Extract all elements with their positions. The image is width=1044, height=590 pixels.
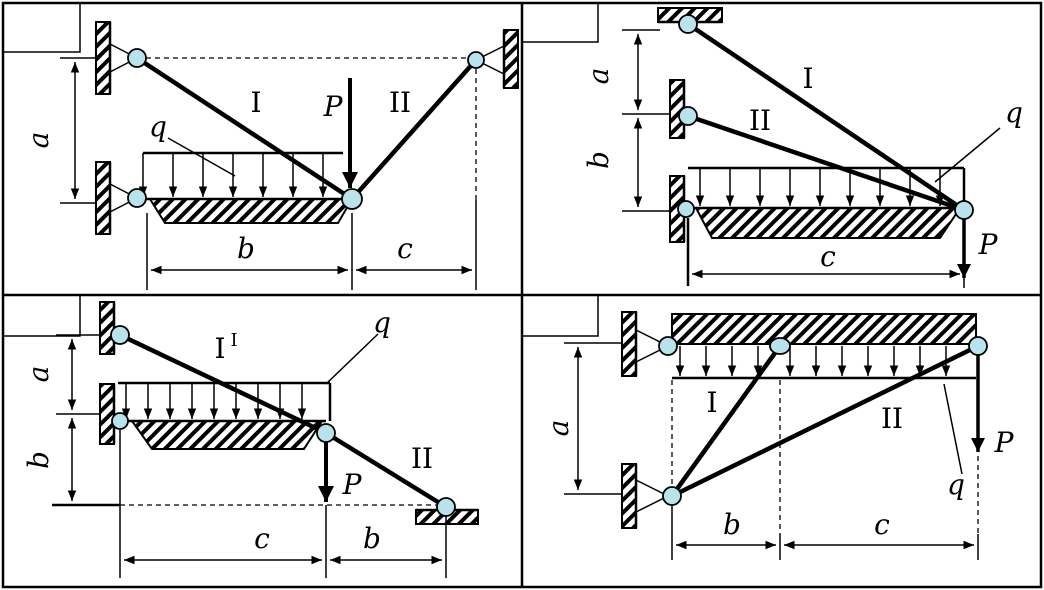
wall-support bbox=[621, 463, 637, 529]
rod-label-I: I bbox=[214, 332, 225, 365]
dim-label-b: b bbox=[22, 451, 55, 469]
hinge-joint bbox=[968, 336, 988, 356]
wall-support bbox=[503, 29, 519, 89]
variant-cell-2 bbox=[522, 3, 599, 43]
load-label-q: q bbox=[947, 468, 965, 501]
hinge-joint bbox=[316, 423, 336, 443]
hinge-joint bbox=[110, 325, 130, 345]
dim-label-c: c bbox=[820, 240, 836, 273]
wall-support bbox=[95, 21, 111, 95]
wall-support bbox=[99, 383, 115, 445]
rod-I bbox=[134, 55, 355, 202]
beam bbox=[130, 420, 324, 450]
wall-support bbox=[621, 311, 637, 377]
dim-label-c: c bbox=[254, 522, 270, 555]
dim-label-a: a bbox=[582, 68, 615, 85]
dim-label-c: c bbox=[397, 232, 413, 265]
load-label-q: q bbox=[149, 110, 167, 143]
force-label-P: P bbox=[342, 468, 363, 501]
hinge-joint bbox=[127, 188, 147, 208]
force-label-P: P bbox=[978, 228, 999, 261]
wall-support bbox=[99, 301, 115, 355]
panel-top-right: a b c q P I II bbox=[582, 7, 1023, 288]
load-label-q: q bbox=[373, 306, 391, 339]
rod-I bbox=[685, 21, 967, 213]
beam bbox=[148, 198, 354, 224]
rod-label-II: II bbox=[389, 86, 411, 119]
dim-label-b2: b bbox=[363, 522, 381, 555]
dim-label-b: b bbox=[237, 232, 255, 265]
variant-cell-1 bbox=[3, 3, 81, 53]
rod-label-II: II bbox=[411, 442, 433, 475]
beam bbox=[671, 313, 977, 345]
rod-label-I: I bbox=[250, 86, 261, 119]
load-label-q: q bbox=[1005, 96, 1023, 129]
hinge-joint bbox=[111, 412, 129, 430]
force-label-P: P bbox=[323, 90, 344, 123]
hinge-joint bbox=[467, 51, 485, 69]
dim-label-c: c bbox=[874, 508, 890, 541]
distributed-load bbox=[672, 346, 976, 380]
dim-label-b: b bbox=[723, 508, 741, 541]
force-label-P: P bbox=[994, 426, 1015, 459]
rod-I bbox=[117, 332, 329, 436]
distributed-load bbox=[688, 166, 966, 208]
beam bbox=[694, 207, 962, 239]
hinge-joint bbox=[662, 486, 682, 506]
rod-II bbox=[323, 430, 449, 510]
rod-II bbox=[349, 57, 479, 202]
rod-label-I: I bbox=[802, 62, 813, 95]
hinge-joint bbox=[127, 48, 147, 68]
rod-II bbox=[685, 113, 967, 213]
hinge-joint bbox=[341, 188, 363, 210]
rod-I bbox=[669, 343, 783, 499]
hinge-joint bbox=[677, 200, 695, 218]
variant-cell-4 bbox=[522, 295, 599, 337]
hinge-joint bbox=[954, 200, 974, 220]
rod-label-II: II bbox=[881, 402, 903, 435]
hinge-joint bbox=[678, 14, 698, 34]
hinge-joint bbox=[658, 336, 678, 356]
dim-label-a: a bbox=[22, 132, 55, 149]
distributed-load bbox=[118, 381, 332, 421]
panel-bottom-right: a b c q P I II bbox=[542, 311, 1015, 560]
hinge-joint bbox=[769, 337, 791, 355]
rod-label-II: II bbox=[749, 104, 771, 137]
variant-cell-3 bbox=[3, 295, 81, 337]
dim-label-a: a bbox=[542, 420, 575, 437]
rod-label-I: I bbox=[706, 386, 717, 419]
dim-label-b: b bbox=[582, 151, 615, 169]
rod-II bbox=[669, 343, 981, 499]
rod-label-I-mark: I bbox=[230, 330, 237, 351]
hinge-joint bbox=[436, 497, 456, 517]
hinge-joint bbox=[678, 106, 698, 126]
panel-top-left: a b c q P I II bbox=[22, 21, 519, 290]
panel-bottom-left: a b c b q P I I II bbox=[22, 301, 479, 578]
wall-support bbox=[95, 161, 111, 235]
dim-label-a: a bbox=[22, 366, 55, 383]
